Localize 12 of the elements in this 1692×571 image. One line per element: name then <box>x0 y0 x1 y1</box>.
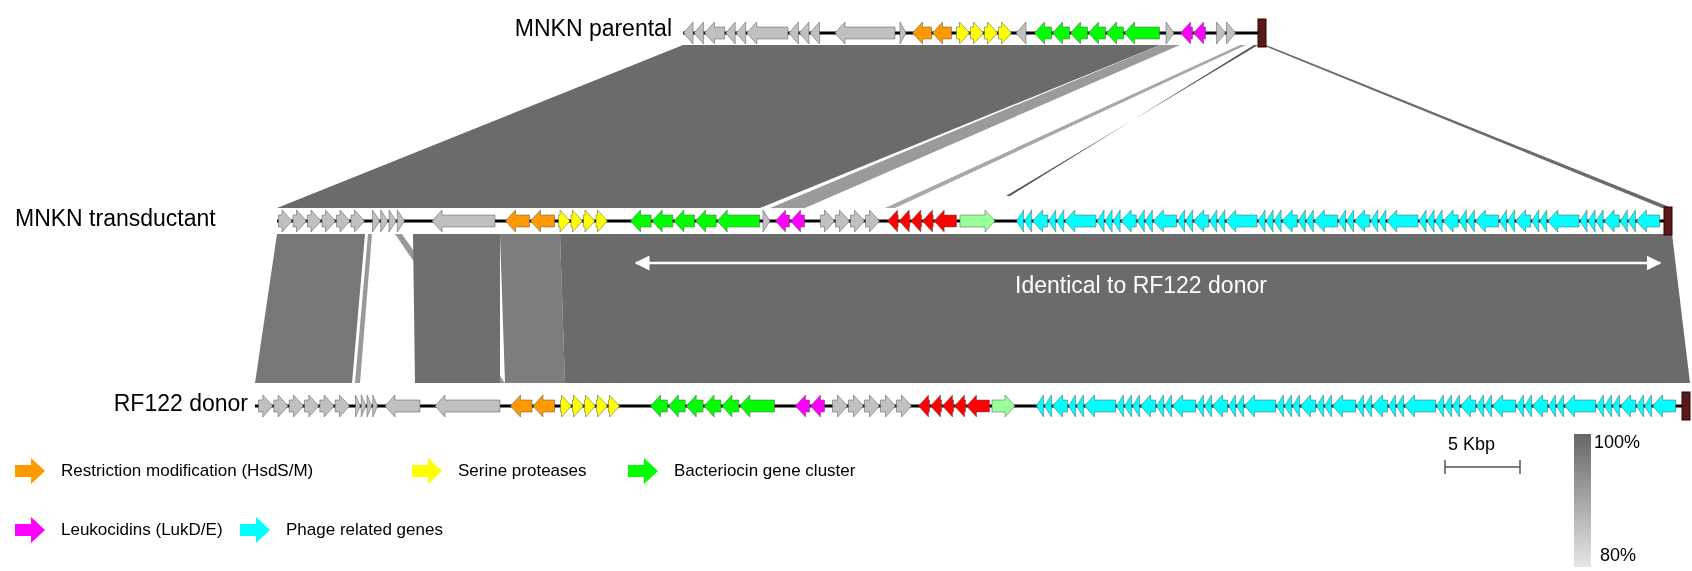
legend-label: Bacteriocin gene cluster <box>674 461 856 481</box>
legend-label: Leukocidins (LukD/E) <box>61 520 223 540</box>
annotation-text: Identical to RF122 donor <box>1015 272 1267 299</box>
legend-label: Serine proteases <box>458 461 587 481</box>
scale-min-label: 80% <box>1600 545 1637 566</box>
genome-label: MNKN transductant <box>15 205 216 232</box>
genome-label: RF122 donor <box>113 390 248 417</box>
legend-label: Restriction modification (HsdS/M) <box>61 461 314 481</box>
genome-label: MNKN parental <box>514 15 672 42</box>
scale-max-label: 100% <box>1594 432 1641 453</box>
legend-label: Phage related genes <box>286 520 443 540</box>
scale-label: 5 Kbp <box>1448 434 1496 455</box>
